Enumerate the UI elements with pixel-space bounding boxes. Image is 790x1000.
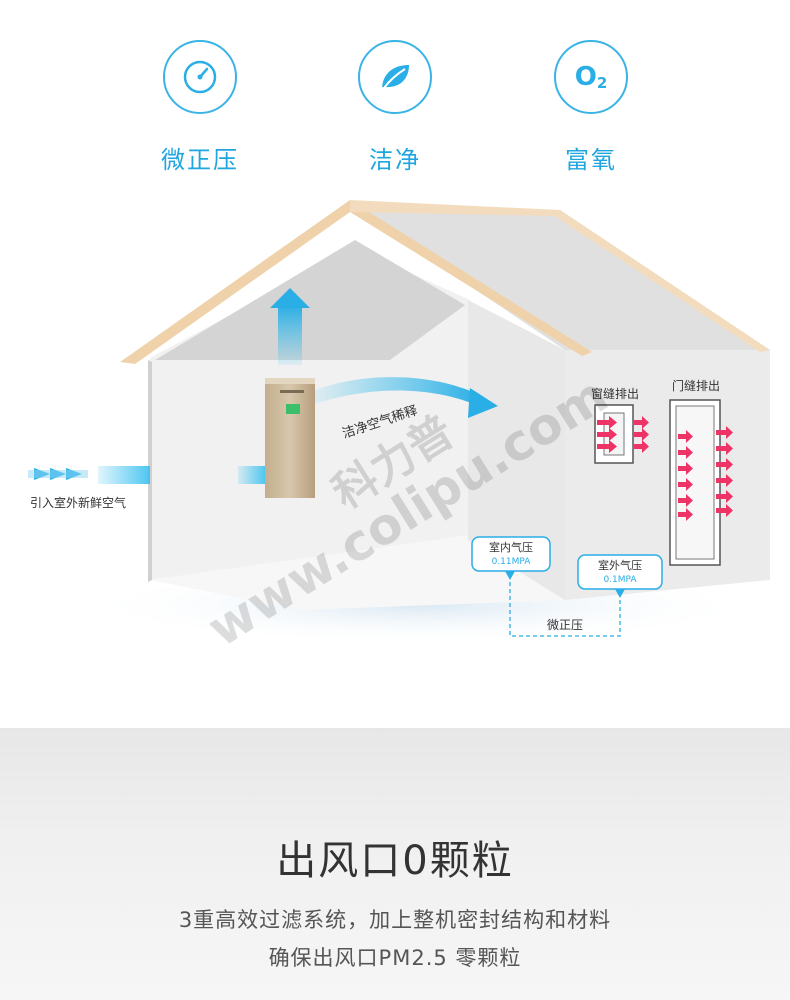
door-label: 门缝排出 [672,378,720,393]
indoor-pressure-bubble [471,536,551,580]
outdoor-pressure-label: 室外气压 [598,558,642,572]
headline: 出风口0颗粒 [276,838,514,884]
feature-clean: 洁净 [335,40,455,175]
description-line-2: 确保出风口PM2.5 零颗粒 [268,946,522,970]
indoor-pressure-label: 室内气压 [489,540,533,554]
pressure-connector [509,582,621,637]
outdoor-pressure-value: 0.1MPA [603,575,637,585]
gauge-icon [163,40,237,114]
bottom-band [0,728,790,1000]
intake-label: 引入室外新鲜空气 [30,495,126,510]
leaf-icon [358,40,432,114]
fresh-air-unit [265,378,315,498]
door-exhaust-arrows [678,426,733,521]
window-exhaust-arrows [597,416,649,453]
micro-pressure-label: 微正压 [547,618,583,632]
feature-label: 富氧 [565,146,617,174]
house-illustration: 引入室外新鲜空气 洁净空气稀释 窗缝排出 门缝排出 室内气压 0.11MPA 室… [28,200,770,658]
feature-micro-pressure: 微正压 [140,40,260,175]
outdoor-pressure-bubble [577,554,663,598]
feature-label: 微正压 [161,146,239,174]
description-line-1: 3重高效过滤系统，加上整机密封结构和材料 [178,908,612,932]
indoor-pressure-value: 0.11MPA [492,557,532,567]
feature-label: 洁净 [369,146,421,174]
window-label: 窗缝排出 [591,386,639,401]
